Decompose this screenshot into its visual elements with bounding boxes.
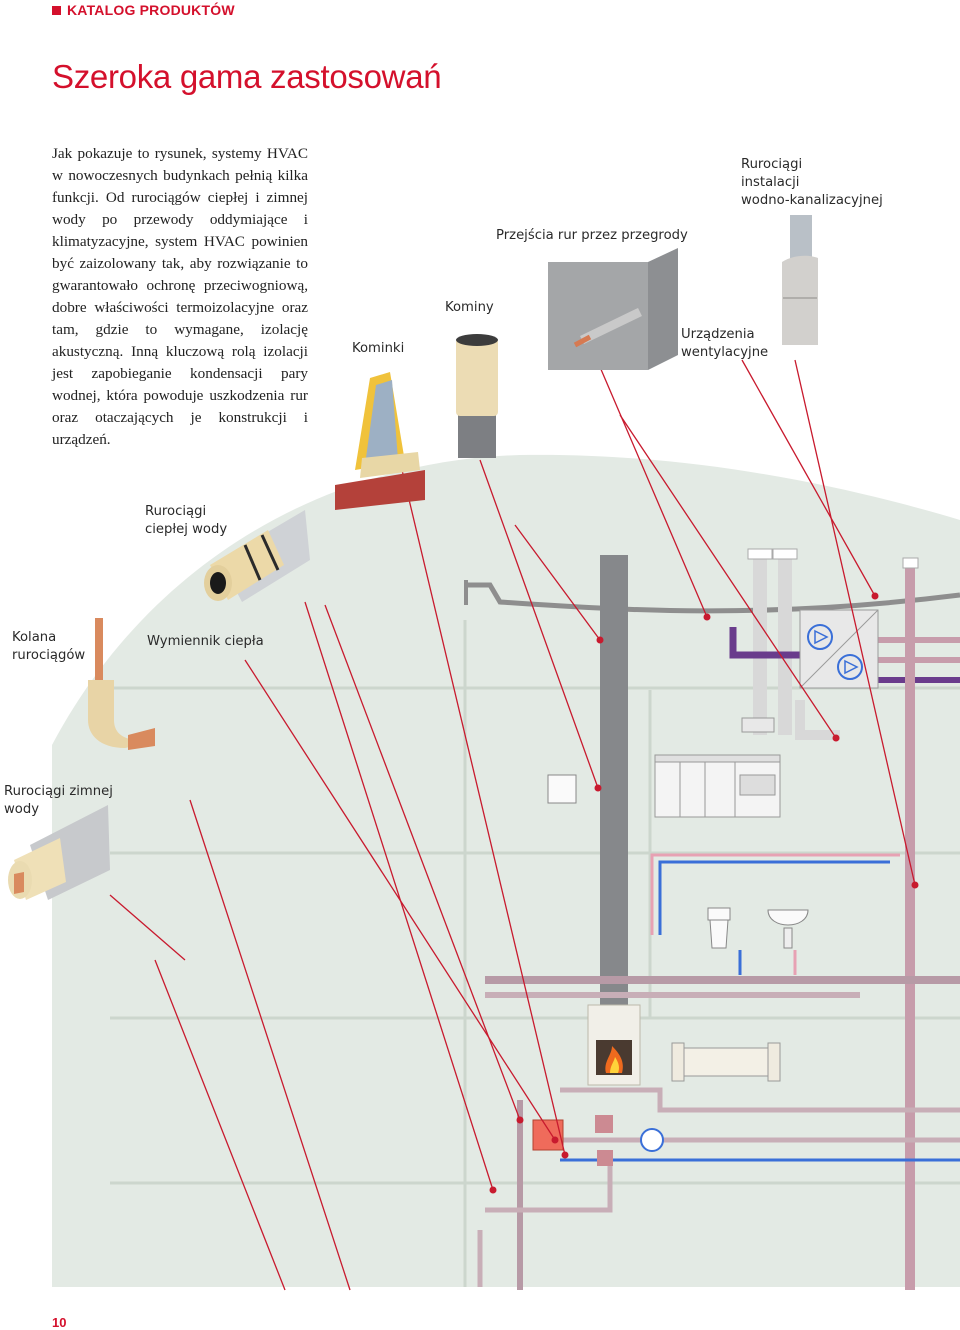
water-pipes: [650, 853, 900, 975]
wall-penetration-image: [548, 248, 678, 370]
intro-paragraph: Jak pokazuje to rysunek, systemy HVAC w …: [52, 145, 308, 448]
label-ciepla-line-1: Rurociągi: [145, 504, 207, 519]
label-wentylacja-line-1: Urządzenia: [681, 327, 755, 342]
label-przejscia: Przejścia rur przez przegrody: [496, 228, 688, 243]
label-wodkan-line-1: Rurociągi: [741, 157, 803, 172]
pump-box: [597, 1150, 613, 1166]
cold-water-pipe-image: [8, 805, 110, 900]
label-wodkan-line-3: wodno-kanalizacyjnej: [741, 193, 883, 208]
pump-icon: [640, 1128, 664, 1152]
boiler: [532, 1119, 564, 1151]
heat-recovery-unit: [799, 609, 879, 689]
pump-box: [595, 1115, 613, 1133]
heating-pipes: [477, 976, 960, 1290]
section-tag: KATALOG PRODUKTÓW: [67, 2, 235, 18]
roof-pipe: [465, 582, 960, 614]
fireplace-product-image: [335, 372, 425, 510]
label-kolana-line-1: Kolana: [12, 630, 57, 645]
label-wentylacja-line-2: wentylacyjne: [681, 345, 769, 360]
label-zimna-line-1: Rurociągi zimnej: [4, 784, 113, 799]
section-marker-square: [52, 5, 61, 15]
label-kolana-line-2: rurociągów: [12, 648, 86, 663]
drainage-pipe-image: [782, 215, 818, 345]
callout-lines: [109, 359, 916, 1291]
page-number: 10: [52, 1315, 67, 1330]
main-chimney: [600, 555, 628, 1010]
callout-dots: [489, 592, 919, 1194]
pipe-elbow-image: [88, 618, 155, 750]
label-wymiennik: Wymiennik ciepła: [147, 634, 264, 649]
section-header: KATALOG PRODUKTÓW: [52, 0, 235, 20]
sofa: [671, 1042, 781, 1082]
label-kominy: Kominy: [445, 300, 494, 315]
fan-icon: [837, 654, 863, 680]
label-wodkan-line-2: instalacji: [741, 175, 800, 190]
label-wodkan: Rurociągi instalacji wodno-kanalizacyjne…: [741, 156, 883, 210]
fan-icon: [807, 624, 833, 650]
chimney-pipe-image: [456, 334, 498, 458]
building-background: [52, 454, 960, 1287]
hot-water-pipe-image: [204, 510, 310, 602]
label-ciepla-line-2: ciepłej wody: [145, 522, 228, 537]
label-kominki: Kominki: [352, 341, 405, 356]
ventilation-pipes: [729, 548, 960, 1290]
kitchen-unit: [547, 717, 781, 818]
label-kolana: Kolana rurociągów: [12, 629, 85, 665]
bathroom-fixtures: [707, 907, 809, 949]
page-title: Szeroka gama zastosowań: [52, 58, 442, 95]
label-zimna-woda: Rurociągi zimnej wody: [4, 783, 113, 819]
label-ciepla-woda: Rurociągi ciepłej wody: [145, 503, 227, 539]
label-wentylacja: Urządzenia wentylacyjne: [681, 326, 768, 362]
label-zimna-line-2: wody: [4, 802, 40, 817]
